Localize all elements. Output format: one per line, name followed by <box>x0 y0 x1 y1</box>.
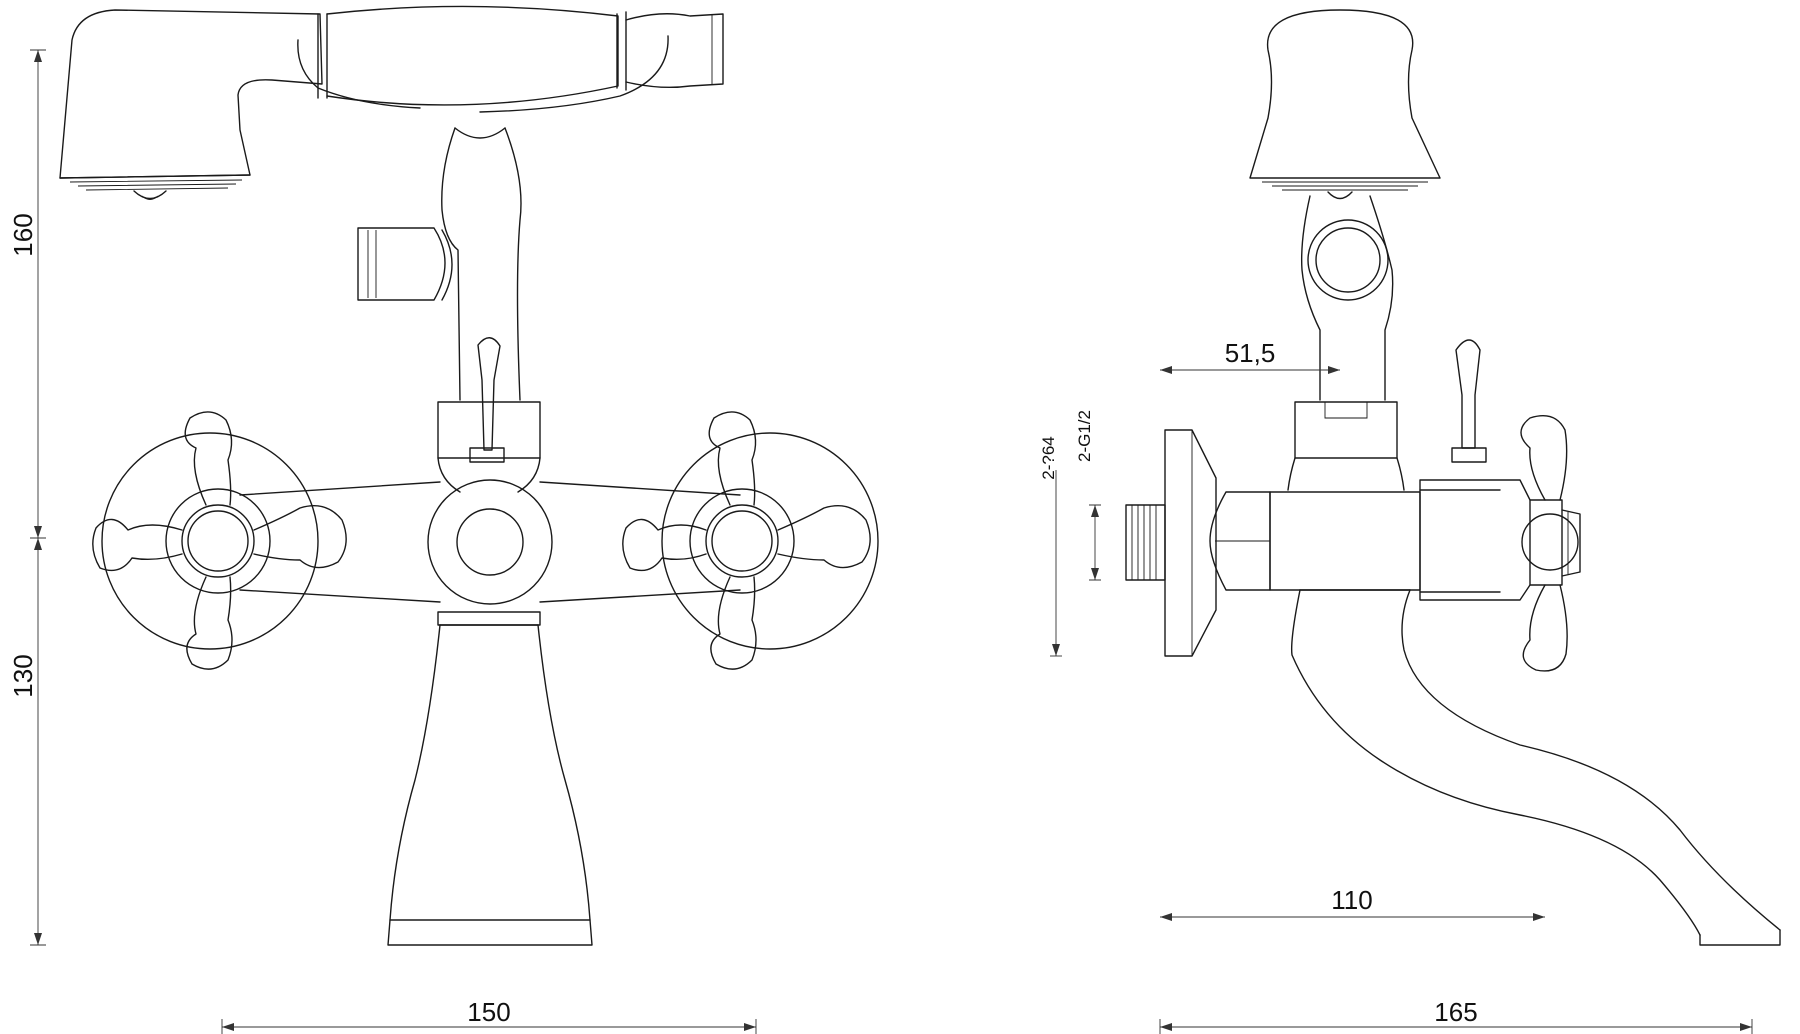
front-right-handle <box>622 411 879 670</box>
side-threaded-inlet <box>1125 504 1166 581</box>
dim-connection-thread: 2-G1/2 <box>1075 410 1094 462</box>
front-body-bar <box>239 479 741 605</box>
side-offset-dim-line <box>1160 366 1340 374</box>
side-handle <box>1419 339 1581 672</box>
side-shower-head <box>1249 9 1441 200</box>
front-shower-handle <box>297 5 724 113</box>
side-connection-dim-lines <box>1050 470 1101 657</box>
side-depth-dim-line <box>1159 1019 1753 1034</box>
side-upper-body <box>1301 195 1394 401</box>
side-spout <box>1291 589 1781 946</box>
front-diverter-lever <box>469 337 505 463</box>
front-view: 160 130 150 <box>8 5 879 1034</box>
front-width-dim-line <box>221 1019 757 1034</box>
side-view: 51,5 110 165 2-?64 2-G1/2 <box>1039 9 1781 1034</box>
front-left-handle <box>92 411 347 670</box>
side-connector <box>1209 491 1421 591</box>
front-base <box>387 611 593 946</box>
side-wall-flange <box>1164 429 1217 657</box>
side-valve-collar <box>1287 401 1405 491</box>
dim-front-height-lower: 130 <box>8 654 38 697</box>
dim-side-total-depth: 165 <box>1434 997 1477 1027</box>
dim-side-spout-reach: 110 <box>1331 885 1372 915</box>
dim-side-connector-offset: 51,5 <box>1225 338 1276 368</box>
front-side-outlet <box>357 227 453 301</box>
dim-front-height-upper: 160 <box>8 213 38 256</box>
front-shower-head <box>59 9 323 200</box>
front-height-dim-line <box>30 49 46 946</box>
side-reach-dim-line <box>1160 913 1545 921</box>
dim-connection-diameter: 2-?64 <box>1039 436 1058 479</box>
front-valve-top <box>437 401 541 493</box>
dim-front-width: 150 <box>467 997 510 1027</box>
front-shower-holder <box>441 127 522 401</box>
